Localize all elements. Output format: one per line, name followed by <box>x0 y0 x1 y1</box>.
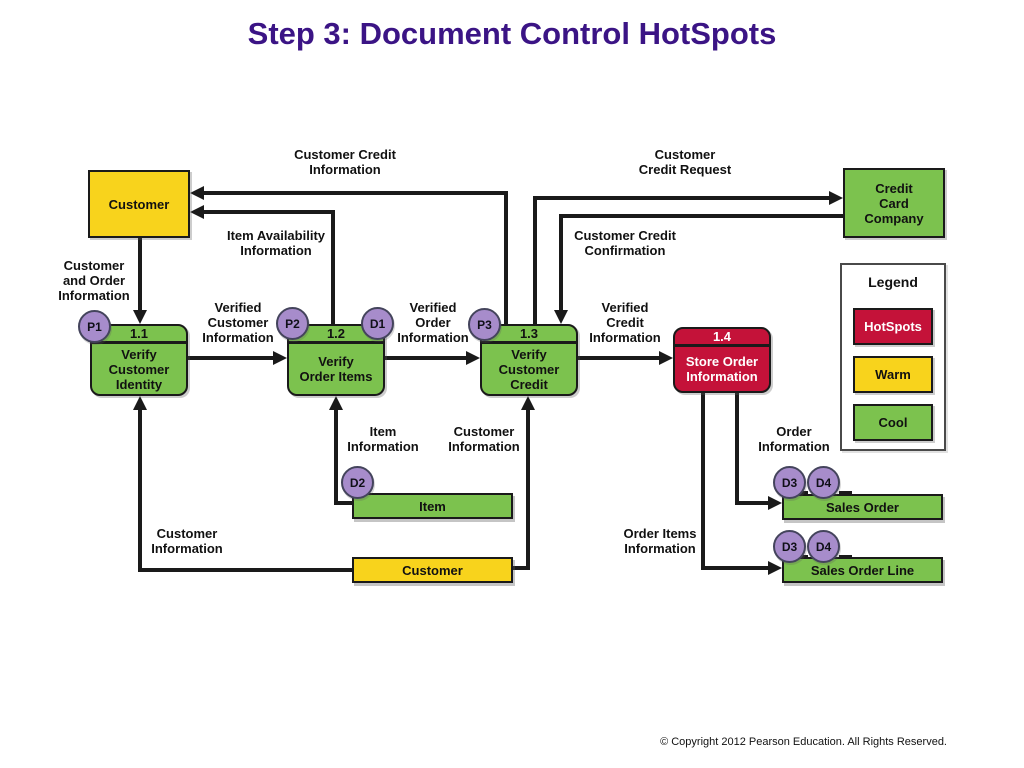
arrowhead-right-icon <box>659 351 673 365</box>
flow-line-credit-info-v <box>504 191 508 326</box>
datastore-tick <box>800 491 808 494</box>
flow-label-verified-credit-information: Verified Credit Information <box>589 300 661 345</box>
flow-line-salesorderline-v <box>701 393 705 570</box>
flow-line-custinfo-v <box>526 408 530 570</box>
flow-line-customerstore-h <box>138 568 354 572</box>
legend: Legend HotSpots Warm Cool <box>840 263 946 451</box>
flow-label-item-availability-information: Item Availability Information <box>226 228 325 258</box>
flow-line-1-3-to-1-4 <box>578 356 659 360</box>
entity-customer: Customer <box>88 170 190 238</box>
hotspot-badge-p1: P1 <box>78 310 111 343</box>
hotspot-badge-d3: D3 <box>773 530 806 563</box>
datastore-sales-order-line: Sales Order Line <box>782 557 943 583</box>
flow-line-credit-confirmation-h <box>559 214 843 218</box>
process-1-4: 1.4 Store Order Information <box>673 327 771 393</box>
flow-line-itemstore-stub <box>334 501 356 505</box>
flow-line-salesorder-h <box>735 501 768 505</box>
datastore-tick <box>839 555 852 558</box>
flow-line-customer-to-1-1 <box>138 238 142 312</box>
datastore-tick <box>800 555 808 558</box>
flow-label-verified-customer-information: Verified Customer Information <box>202 300 274 345</box>
arrowhead-right-icon <box>768 496 782 510</box>
flow-label-verified-order-information: Verified Order Information <box>397 300 469 345</box>
flow-line-credit-confirmation-v <box>559 214 563 312</box>
process-name: Verify Order Items <box>299 354 373 384</box>
flow-label-customer-and-order-information: Customer and Order Information <box>58 258 130 303</box>
hotspot-badge-p2: P2 <box>276 307 309 340</box>
flow-label-customer-information-bottom: Customer Information <box>151 526 223 556</box>
process-name: Verify Customer Credit <box>498 346 560 392</box>
flow-line-custinfo-stub <box>510 566 530 570</box>
process-name: Store Order Information <box>685 354 759 384</box>
flow-label-item-information: Item Information <box>347 424 419 454</box>
legend-item-hotspots: HotSpots <box>853 308 933 345</box>
datastore-item: Item <box>352 493 513 519</box>
entity-credit-card-company: Credit Card Company <box>843 168 945 238</box>
hotspot-badge-p3: P3 <box>468 308 501 341</box>
datastore-sales-order: Sales Order <box>782 494 943 520</box>
arrowhead-right-icon <box>829 191 843 205</box>
copyright-note: © Copyright 2012 Pearson Education. All … <box>660 736 947 748</box>
flow-line-salesorderline-h <box>701 566 768 570</box>
process-1-1: 1.1 Verify Customer Identity <box>90 324 188 396</box>
process-1-3: 1.3 Verify Customer Credit <box>480 324 578 396</box>
arrowhead-left-icon <box>190 186 204 200</box>
arrowhead-down-icon <box>133 310 147 324</box>
arrowhead-right-icon <box>466 351 480 365</box>
arrowhead-right-icon <box>768 561 782 575</box>
flow-label-customer-credit-confirmation: Customer Credit Confirmation <box>574 228 676 258</box>
hotspot-badge-d3: D3 <box>773 466 806 499</box>
legend-item-warm: Warm <box>853 356 933 393</box>
flow-label-customer-credit-request: Customer Credit Request <box>638 147 732 177</box>
arrowhead-up-icon <box>329 396 343 410</box>
flow-line-item-availability-h <box>202 210 335 214</box>
flow-line-1-1-to-1-2 <box>188 356 273 360</box>
flow-label-order-information: Order Information <box>758 424 830 454</box>
process-id: 1.1 <box>92 326 186 344</box>
flow-line-itemstore-v <box>334 408 338 505</box>
process-name: Verify Customer Identity <box>108 346 170 392</box>
flow-line-item-availability-v <box>331 210 335 326</box>
process-id: 1.2 <box>289 326 383 344</box>
flow-label-order-items-information: Order Items Information <box>623 526 697 556</box>
legend-title: Legend <box>868 274 918 290</box>
datastore-tick <box>839 491 852 494</box>
flow-line-salesorder-v <box>735 393 739 505</box>
hotspot-badge-d4: D4 <box>807 530 840 563</box>
flow-label-customer-credit-information: Customer Credit Information <box>294 147 396 177</box>
process-id: 1.3 <box>482 326 576 344</box>
flow-label-customer-information-mid: Customer Information <box>448 424 520 454</box>
legend-item-cool: Cool <box>853 404 933 441</box>
page-title: Step 3: Document Control HotSpots <box>247 16 777 51</box>
hotspot-badge-d2: D2 <box>341 466 374 499</box>
flow-line-credit-request-h <box>533 196 829 200</box>
hotspot-badge-d1: D1 <box>361 307 394 340</box>
datastore-customer: Customer <box>352 557 513 583</box>
arrowhead-right-icon <box>273 351 287 365</box>
process-id: 1.4 <box>675 329 769 347</box>
arrowhead-up-icon <box>133 396 147 410</box>
flow-line-credit-request-v <box>533 196 537 326</box>
hotspot-badge-d4: D4 <box>807 466 840 499</box>
arrowhead-up-icon <box>521 396 535 410</box>
flow-line-customerstore-v <box>138 408 142 572</box>
flow-line-1-2-to-1-3 <box>385 356 466 360</box>
arrowhead-left-icon <box>190 205 204 219</box>
flow-line-credit-info-h <box>202 191 508 195</box>
arrowhead-down-icon <box>554 310 568 324</box>
